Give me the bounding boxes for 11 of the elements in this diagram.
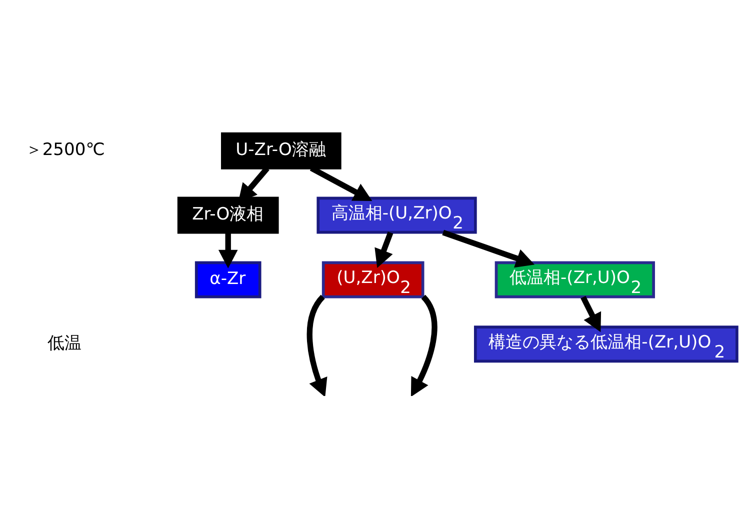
node-box: U-Zr-O溶融	[221, 132, 342, 170]
label: 低温	[48, 333, 82, 354]
arrow	[442, 230, 535, 268]
label: ＞2500℃	[25, 140, 105, 160]
arrow	[374, 232, 394, 268]
arrow	[218, 232, 238, 268]
node-box: Zr-O液相	[177, 196, 279, 234]
arrow	[580, 296, 602, 332]
node-box: α-Zr	[194, 261, 262, 298]
arrow	[410, 295, 438, 396]
arrow	[306, 294, 328, 396]
